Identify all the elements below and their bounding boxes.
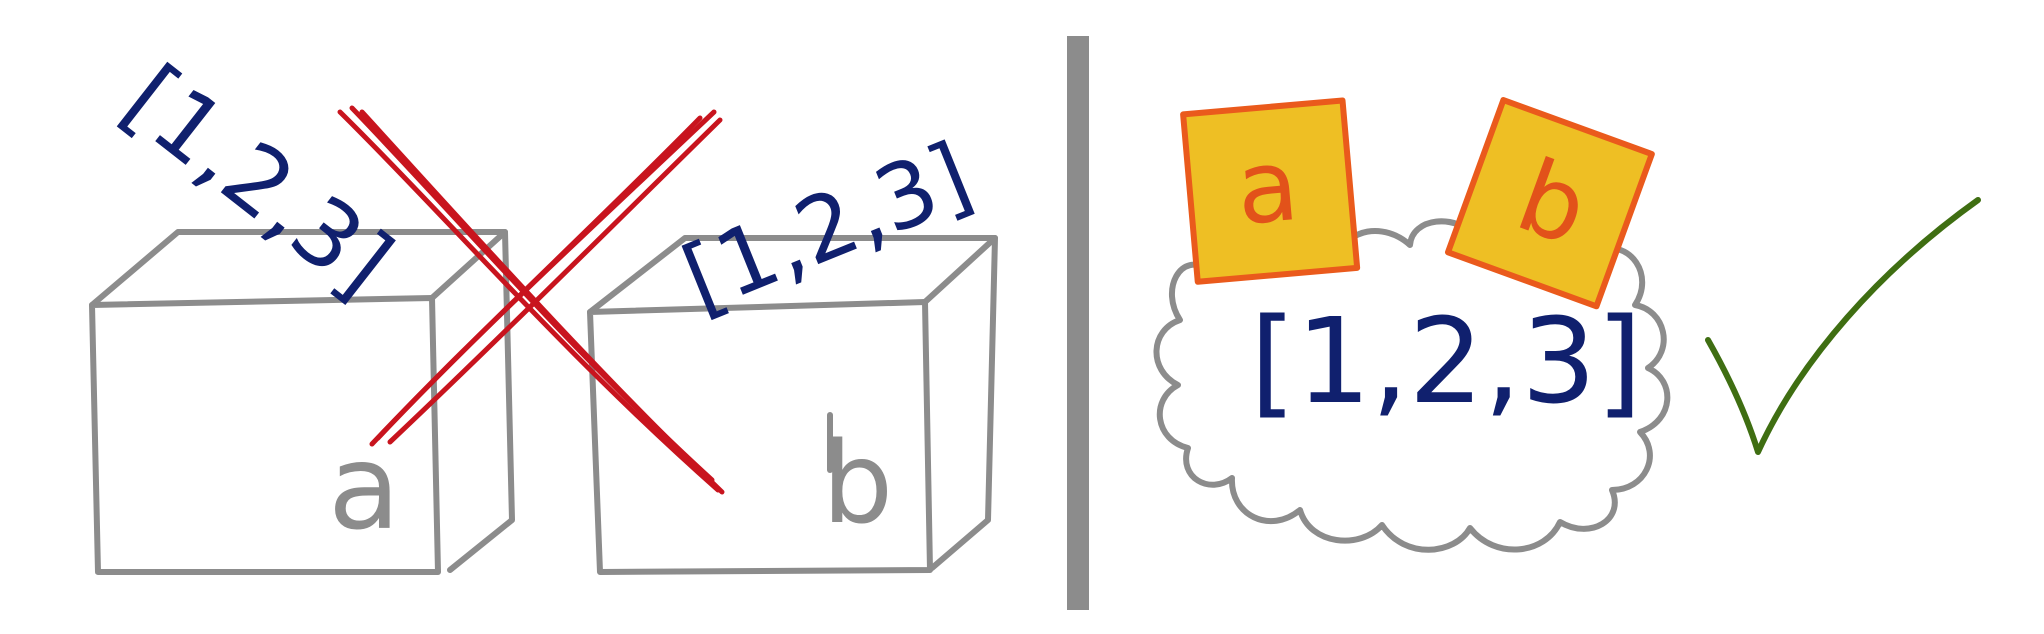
- left-panel: a [1,2,3] b [1,2,3]: [89, 45, 998, 575]
- box-b-top: [587, 235, 998, 315]
- box-a-label: a: [328, 418, 400, 556]
- right-panel: [1,2,3] a b: [1153, 97, 1981, 553]
- box-b-side: [929, 235, 998, 571]
- box-a-front: [89, 295, 441, 575]
- cross-mark-icon: [337, 105, 725, 495]
- box-b: b: [587, 235, 998, 575]
- tile-a: a: [1180, 97, 1361, 285]
- check-mark-icon: [1705, 197, 1981, 455]
- list-over-box-a: [1,2,3]: [104, 45, 411, 318]
- list-over-box-b: [1,2,3]: [669, 123, 986, 332]
- panel-divider: [1067, 36, 1089, 610]
- tile-a-label: a: [1232, 126, 1303, 248]
- box-b-label: b: [822, 419, 893, 549]
- shared-object-cloud: [1153, 211, 1671, 553]
- shared-list: [1,2,3]: [1250, 292, 1642, 430]
- box-a-top: [89, 229, 508, 308]
- tile-b: b: [1444, 97, 1655, 310]
